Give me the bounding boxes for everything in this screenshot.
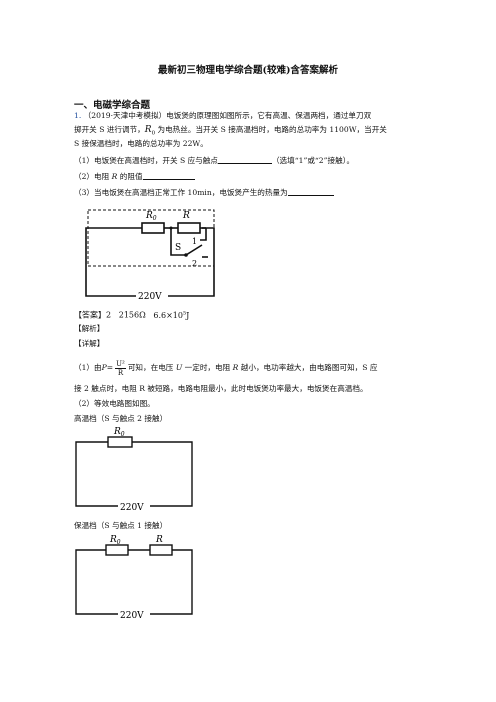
detail-text-1b: 可知，在电压 — [127, 363, 176, 372]
circuit-diagram-low: R0 R 220V — [75, 535, 193, 621]
question-text-2b: 为电热丝。当开关 S 接高温档时，电路的总功率为 1100W，当开关 — [157, 125, 387, 134]
answer-blank-3[interactable] — [287, 186, 334, 196]
formula-denominator: R — [117, 368, 124, 377]
label-r0: R0 — [145, 211, 157, 222]
voltage-label-bg — [136, 291, 168, 301]
answer-value-2: 2156Ω — [118, 310, 146, 320]
resistor-r-low — [149, 544, 173, 556]
answer-value-3: 6.6×105J — [153, 310, 190, 320]
answer-blank-1[interactable] — [217, 154, 272, 164]
resistor-r0-high — [107, 436, 133, 448]
switch-pivot — [184, 253, 188, 257]
subquestion-2-text-a: （2）电阻 — [74, 172, 112, 181]
detail-u: U — [175, 363, 183, 372]
switch-blade — [185, 244, 203, 256]
formula-p: P — [101, 363, 107, 372]
question-text-2a: 掷开关 S 进行调节， — [74, 125, 145, 134]
circuit-diagram-high: R0 220V — [75, 427, 193, 513]
detail-text-1d: 越小，电功率越大，由电路图可知，S 应 — [238, 363, 378, 372]
question-number: 1. — [74, 111, 82, 120]
junction-dot — [169, 226, 173, 230]
resistor-r0-low — [105, 544, 129, 556]
document-title: 最新初三物理电学综合题(较难)含答案解析 — [158, 65, 338, 76]
question-text-1: （2019·天津中考模拟）电饭煲的原理图如图所示，它有高温、保温两档，通过单刀双 — [83, 111, 372, 120]
formula-eq: = — [106, 363, 114, 372]
analysis-label: 【解析】 — [74, 324, 105, 333]
detail-text-1a: （1）由 — [74, 363, 102, 372]
label-r-low: R — [155, 535, 163, 545]
section-heading: 一、电磁学综合题 — [74, 100, 151, 111]
subquestion-2-text-b: 的阻值 — [117, 172, 143, 181]
subquestion-3: （3）当电饭煲在高温档正常工作 10min，电饭煲产生的热量为 — [74, 186, 334, 198]
detail-text-1c: 一定时，电阻 — [182, 363, 233, 372]
label-r0-high: R0 — [113, 427, 125, 438]
low-temp-caption: 保温档（S 与触点 1 接触） — [74, 521, 168, 530]
high-temp-caption: 高温档（S 与触点 2 接触） — [74, 414, 168, 423]
question-line-2: 掷开关 S 进行调节，R0 为电热丝。当开关 S 接高温档时，电路的总功率为 1… — [74, 124, 387, 140]
question-line-1: 1. （2019·天津中考模拟）电饭煲的原理图如图所示，它有高温、保温两档，通过… — [74, 110, 371, 121]
label-s: S — [175, 243, 181, 253]
label-voltage: 220V — [138, 292, 162, 302]
r0-subscript: 0 — [151, 130, 156, 137]
circuit-diagram-main: R0 R S 1 2 220V — [85, 209, 215, 302]
label-contact-1: 1 — [192, 237, 197, 246]
answer-label: 【答案】2 — [74, 310, 112, 320]
detail-label: 【详解】 — [74, 339, 105, 348]
label-r0-low: R0 — [109, 535, 121, 546]
subquestion-2: （2）电阻 R 的阻值 — [74, 170, 195, 182]
label-r: R — [182, 211, 190, 221]
resistor-r-shape — [177, 222, 201, 234]
r0-symbol: R — [144, 125, 152, 135]
resistor-r0-shape — [141, 222, 165, 234]
label-contact-2: 2 — [192, 259, 197, 268]
answer-line: 【答案】2 2156Ω 6.6×105J — [74, 308, 189, 321]
label-voltage-low: 220V — [120, 611, 144, 621]
circuit-dashed-enclosure — [87, 209, 215, 267]
subquestion-1-text: （1）电饭煲在高温档时，开关 S 应与触点 — [74, 156, 218, 165]
subquestion-3-text: （3）当电饭煲在高温档正常工作 10min，电饭煲产生的热量为 — [74, 188, 288, 197]
answer-blank-2[interactable] — [142, 170, 195, 180]
detail-paragraph-2: 接 2 触点时，电阻 R 被短路，电路电阻最小，此时电饭煲功率最大，电饭煲在高温… — [74, 384, 368, 393]
subquestion-1: （1）电饭煲在高温档时，开关 S 应与触点 （选填“1”或“2”接触）。 — [74, 154, 354, 166]
subquestion-2-r: R — [111, 172, 118, 181]
formula-numerator: U² — [115, 359, 126, 369]
subquestion-1-hint: （选填“1”或“2”接触）。 — [271, 156, 355, 165]
detail-r: R — [232, 363, 239, 372]
bypass-wire — [170, 228, 186, 256]
question-line-3: S 接保温档时，电路的总功率为 22W。 — [74, 139, 208, 148]
detail-paragraph-3: （2）等效电路图如图。 — [74, 399, 155, 408]
label-voltage-high: 220V — [120, 503, 144, 513]
contact-1-wire — [200, 228, 207, 241]
